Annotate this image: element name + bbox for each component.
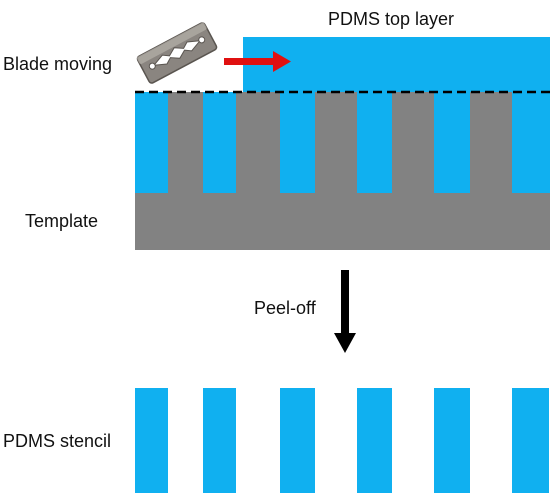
template-post (168, 92, 203, 194)
pdms-fill (512, 92, 550, 193)
pdms-fill (434, 92, 470, 193)
razor-blade-icon (136, 22, 218, 84)
pdms-top-layer-label: PDMS top layer (328, 9, 455, 29)
template-post (236, 92, 280, 194)
stencil-piece (280, 388, 315, 493)
template-base (135, 193, 550, 250)
pdms-stencil-label: PDMS stencil (3, 431, 112, 451)
stencil-piece (512, 388, 549, 493)
template-post (470, 92, 512, 194)
blade-direction-arrow (224, 51, 291, 72)
peel-off-arrow (334, 270, 356, 353)
stencil-piece (135, 388, 168, 493)
pdms-fill (280, 92, 315, 193)
pdms-fill (203, 92, 236, 193)
blade-moving-label: Blade moving (3, 54, 113, 74)
stencil-piece (357, 388, 392, 493)
stencil-piece (434, 388, 470, 493)
pdms-top-layer (243, 37, 550, 92)
template-post (392, 92, 434, 194)
stencil-piece (203, 388, 236, 493)
pdms-fill (357, 92, 392, 193)
template-label: Template (25, 211, 99, 231)
peel-off-label: Peel-off (254, 298, 316, 318)
template-post (315, 92, 357, 194)
pdms-fill (135, 92, 168, 193)
